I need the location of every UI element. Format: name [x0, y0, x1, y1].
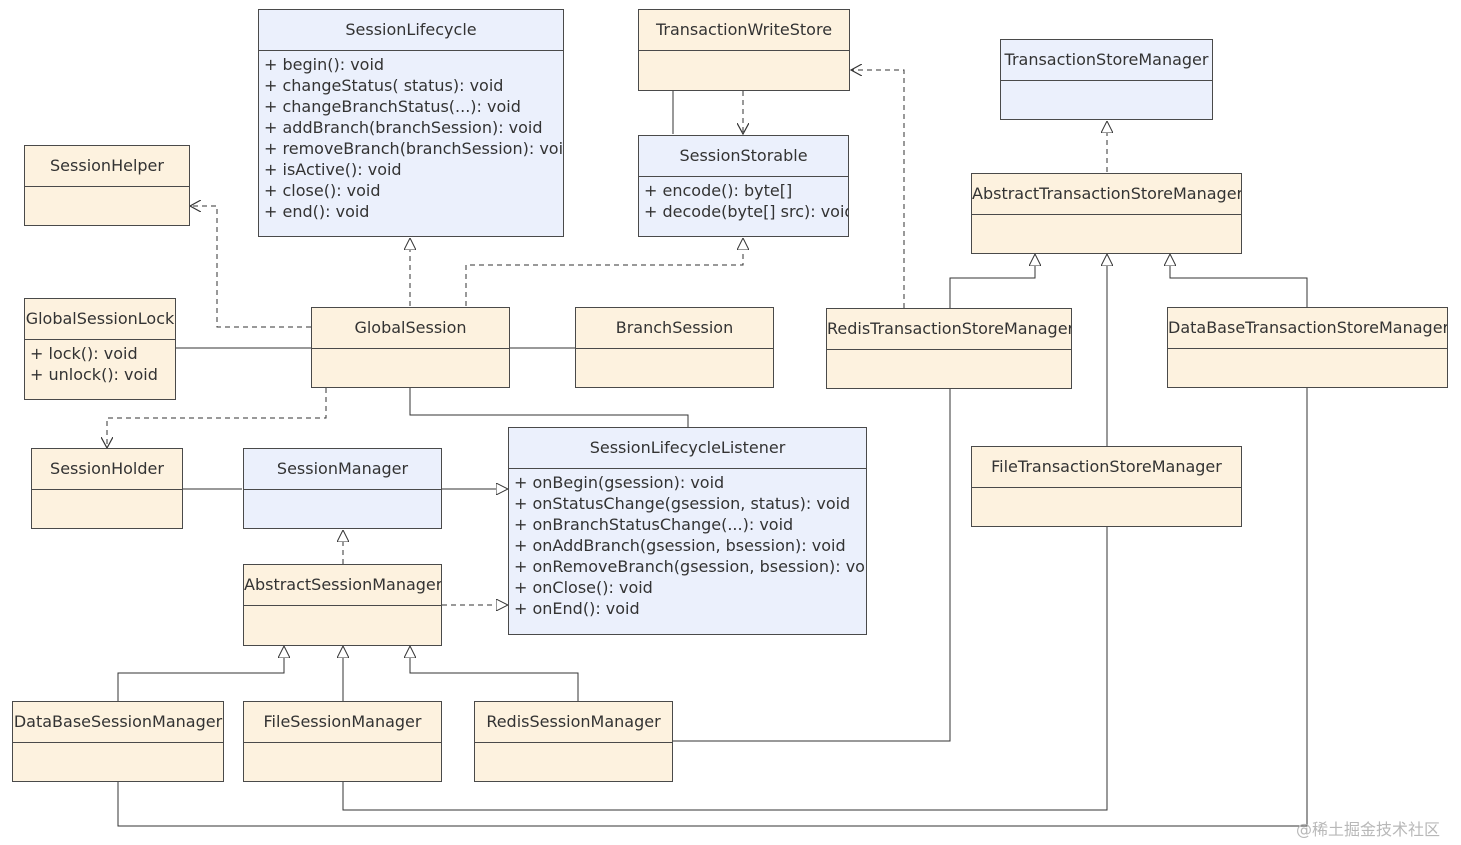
class-member: + onBegin(gsession): void [514, 473, 725, 492]
class-abstract-session-manager: AbstractSessionManager [243, 564, 442, 646]
class-member: + decode(byte[] src): void [644, 202, 849, 221]
class-file-session-manager: FileSessionManager [243, 701, 442, 782]
class-name: SessionLifecycleListener [509, 428, 866, 469]
edge-redisstore-uses-writestore [851, 70, 905, 308]
edge-redisstore-extends-abstractstore [949, 254, 1035, 308]
member-list [475, 743, 672, 746]
member-list [827, 350, 1071, 353]
class-abstract-transaction-store-manager: AbstractTransactionStoreManager [971, 173, 1242, 254]
member-list: + begin(): void + changeStatus( status): … [259, 51, 563, 222]
class-name: AbstractSessionManager [244, 565, 441, 606]
edge-dbsession-composes-dbstore [118, 388, 1308, 827]
class-member: + begin(): void [264, 55, 385, 74]
class-member: + close(): void [264, 181, 381, 200]
class-name: SessionLifecycle [259, 10, 563, 51]
class-redis-session-manager: RedisSessionManager [474, 701, 673, 782]
class-global-session-lock: GlobalSessionLock + lock(): void + unlock… [24, 298, 176, 400]
member-list [244, 606, 441, 609]
member-list [13, 743, 223, 746]
class-session-lifecycle-listener: SessionLifecycleListener + onBegin(gsess… [508, 427, 867, 635]
class-member: + encode(): byte[] [644, 181, 793, 200]
class-name: SessionHelper [25, 146, 189, 187]
class-member: + end(): void [264, 202, 370, 221]
class-member: + addBranch(branchSession): void [264, 118, 543, 137]
class-database-session-manager: DataBaseSessionManager [12, 701, 224, 782]
member-list [25, 187, 189, 190]
member-list [972, 215, 1241, 218]
class-global-session: GlobalSession [311, 307, 510, 388]
class-name: FileTransactionStoreManager [972, 447, 1241, 488]
class-name: GlobalSession [312, 308, 509, 349]
class-session-holder: SessionHolder [31, 448, 183, 529]
class-name: DataBaseTransactionStoreManager [1168, 308, 1447, 349]
class-session-lifecycle: SessionLifecycle + begin(): void + change… [258, 9, 564, 237]
member-list [312, 349, 509, 352]
class-member: + removeBranch(branchSession): void [264, 139, 564, 158]
member-list [972, 488, 1241, 491]
class-name: SessionHolder [32, 449, 182, 490]
class-member: + onRemoveBranch(gsession, bsession): vo… [514, 557, 867, 576]
class-name: BranchSession [576, 308, 773, 349]
class-name: TransactionStoreManager [1001, 40, 1212, 81]
class-name: SessionStorable [639, 136, 848, 177]
edge-globalsession-uses-sessionholder [107, 388, 327, 448]
class-member: + unlock(): void [30, 365, 158, 384]
class-name: AbstractTransactionStoreManager [972, 174, 1241, 215]
class-session-helper: SessionHelper [24, 145, 190, 226]
class-member: + onClose(): void [514, 578, 653, 597]
class-name: SessionManager [244, 449, 441, 490]
watermark: @稀土掘金技术社区 [1296, 820, 1441, 839]
edge-redissession-composes-redisstore [673, 389, 951, 741]
edge-filesession-composes-filestore [343, 527, 1108, 811]
class-database-transaction-store-manager: DataBaseTransactionStoreManager [1167, 307, 1448, 388]
class-session-storable: SessionStorable + encode(): byte[] + deco… [638, 135, 849, 237]
class-member: + onEnd(): void [514, 599, 640, 618]
class-session-manager: SessionManager [243, 448, 442, 529]
edge-globalsession-realizes-sessionstorable [465, 238, 743, 306]
edge-dbsession-extends-abstractsession [117, 646, 284, 701]
class-file-transaction-store-manager: FileTransactionStoreManager [971, 446, 1242, 527]
class-name: GlobalSessionLock [25, 299, 175, 340]
class-name: RedisSessionManager [475, 702, 672, 743]
member-list [1001, 81, 1212, 84]
class-member: + onAddBranch(gsession, bsession): void [514, 536, 846, 555]
class-branch-session: BranchSession [575, 307, 774, 388]
class-member: + lock(): void [30, 344, 138, 363]
member-list [244, 490, 441, 493]
member-list: + encode(): byte[] + decode(byte[] src): … [639, 177, 848, 222]
class-member: + isActive(): void [264, 160, 402, 179]
class-transaction-store-manager: TransactionStoreManager [1000, 39, 1213, 120]
edge-globalsession-aggregates-listener [410, 388, 689, 427]
class-member: + onStatusChange(gsession, status): void [514, 494, 851, 513]
member-list [32, 490, 182, 493]
member-list [244, 743, 441, 746]
member-list: + lock(): void + unlock(): void [25, 340, 175, 385]
class-member: + onBranchStatusChange(...): void [514, 515, 794, 534]
member-list [639, 51, 849, 54]
edge-dbstore-extends-abstractstore [1170, 254, 1308, 307]
class-name: TransactionWriteStore [639, 10, 849, 51]
class-redis-transaction-store-manager: RedisTransactionStoreManager [826, 308, 1072, 389]
class-name: FileSessionManager [244, 702, 441, 743]
class-name: DataBaseSessionManager [13, 702, 223, 743]
edge-globalsession-uses-sessionhelper [190, 206, 311, 328]
member-list [1168, 349, 1447, 352]
class-name: RedisTransactionStoreManager [827, 309, 1071, 350]
member-list [576, 349, 773, 352]
edge-redissession-extends-abstractsession [410, 646, 579, 701]
member-list: + onBegin(gsession): void + onStatusChang… [509, 469, 866, 619]
class-transaction-write-store: TransactionWriteStore [638, 9, 850, 91]
class-member: + changeStatus( status): void [264, 76, 504, 95]
class-member: + changeBranchStatus(...): void [264, 97, 521, 116]
